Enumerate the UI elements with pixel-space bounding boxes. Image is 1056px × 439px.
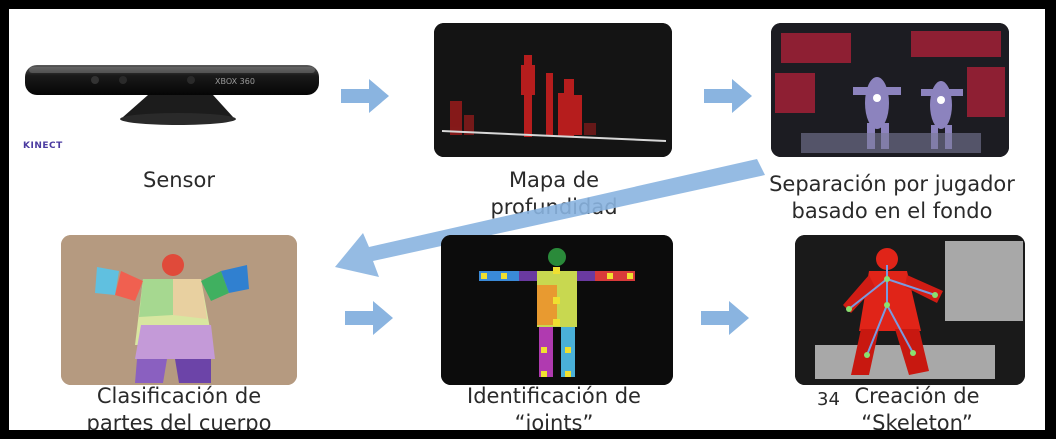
player-separation-image	[771, 23, 1009, 157]
kinect-logo: KINECT	[23, 141, 63, 151]
kinect-sensor-image: XBOX 360	[25, 65, 319, 125]
arrow-right-1	[341, 79, 389, 113]
depth-map-image	[434, 23, 672, 157]
arrow-right-3	[345, 301, 393, 335]
body-parts-image	[61, 235, 297, 385]
svg-text:XBOX 360: XBOX 360	[215, 77, 255, 86]
step-caption-player-separation: Separación por jugador basado en el fond…	[769, 172, 1015, 223]
step-caption-sensor: Sensor	[143, 168, 215, 192]
arrow-diagonal	[335, 159, 765, 277]
skeleton-image	[795, 235, 1025, 385]
arrow-right-2	[704, 79, 752, 113]
joints-image	[441, 235, 673, 385]
page-number: 34	[817, 389, 840, 410]
step-caption-body-parts: Clasificación de partes del cuerpo	[86, 384, 272, 433]
arrow-right-4	[701, 301, 749, 335]
step-caption-skeleton: Creación de “Skeleton”	[854, 384, 980, 433]
step-caption-joints: Identificación de “joints”	[467, 384, 641, 433]
diagram-frame: XBOX 360 KINECT	[6, 6, 1048, 433]
